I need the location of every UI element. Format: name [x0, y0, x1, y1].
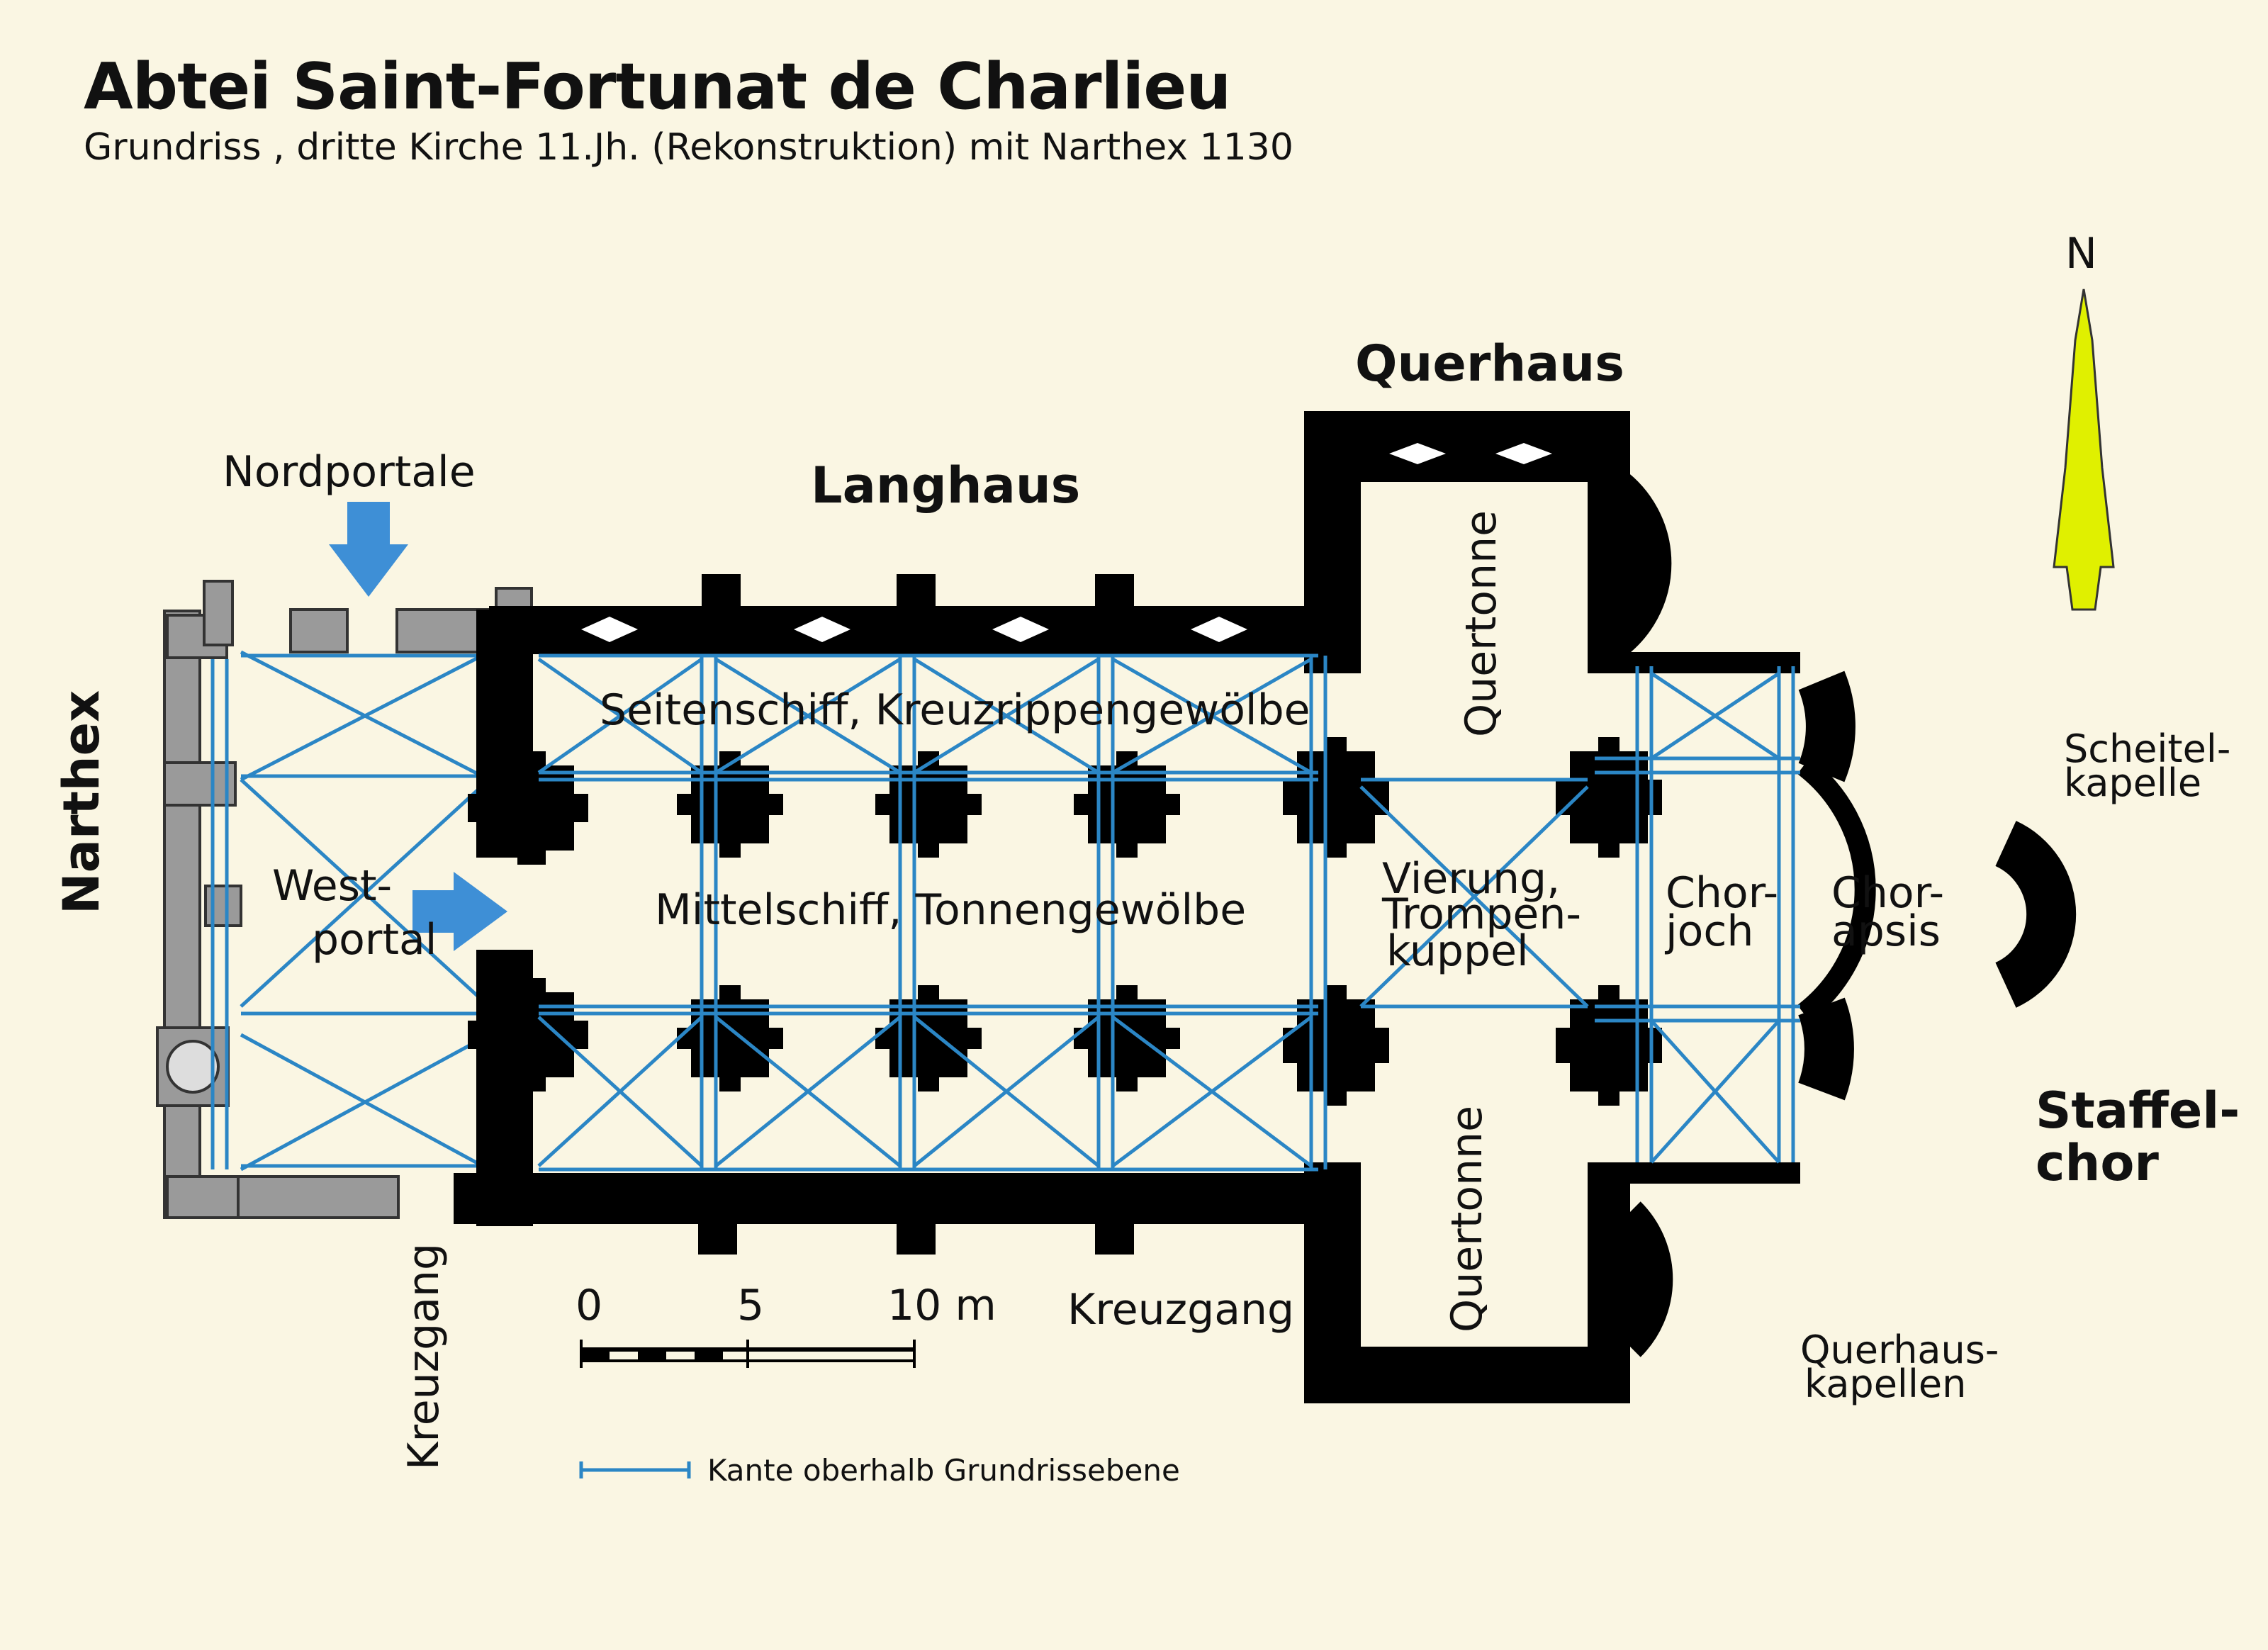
label-chorjoch-2: joch	[1666, 907, 1754, 956]
label-querhauskapellen-2: kapellen	[1804, 1362, 1967, 1406]
scale-tick-5: 5	[737, 1281, 765, 1330]
vault-lines	[537, 653, 1800, 1172]
apses	[1593, 468, 2077, 1357]
label-staffelchor-1: Staffel-	[2036, 1082, 2240, 1140]
label-vierung-3: kuppel	[1386, 926, 1529, 976]
label-nordportale: Nordportale	[223, 447, 476, 497]
label-chorapsis-2: apsis	[1831, 907, 1941, 956]
legend-text: Kante oberhalb Grundrissebene	[707, 1453, 1180, 1488]
narthex-vault-lines	[210, 650, 490, 1172]
narthex-staircase	[166, 1040, 220, 1094]
legend-line	[579, 1461, 691, 1478]
scale-bar	[580, 1340, 916, 1368]
page-title: Abtei Saint-Fortunat de Charlieu	[84, 50, 1231, 124]
entrance-arrows	[329, 502, 507, 951]
label-vierung-2: Trompen-	[1382, 889, 1582, 939]
label-mittelschiff: Mittelschiff, Tonnengewölbe	[655, 885, 1247, 935]
scale-tick-0: 0	[576, 1281, 603, 1330]
north-arrow-label: N	[2065, 229, 2097, 279]
scale-tick-10: 10 m	[887, 1281, 997, 1330]
choir-apse	[1797, 757, 1876, 1022]
church-walls	[454, 411, 1800, 1403]
north-arrow	[2053, 288, 2115, 611]
label-chorapsis-1: Chor-	[1831, 868, 1945, 918]
label-scheitelkapelle-2: kapelle	[2064, 761, 2202, 805]
label-vierung-1: Vierung,	[1382, 854, 1561, 904]
label-querhauskapellen-1: Querhaus-	[1800, 1328, 1999, 1372]
label-kreuzgang-south: Kreuzgang	[1067, 1285, 1295, 1335]
nave-windows	[581, 443, 1552, 642]
page-subtitle: Grundriss , dritte Kirche 11.Jh. (Rekons…	[84, 126, 1293, 169]
label-chorjoch-1: Chor-	[1666, 868, 1779, 918]
label-seitenschiff: Seitenschiff, Kreuzrippengewölbe	[600, 685, 1310, 735]
label-scheitelkapelle-1: Scheitel-	[2064, 726, 2231, 771]
label-narthex: Narthex	[52, 690, 111, 914]
label-quertonne-south: Quertonne	[1442, 1105, 1492, 1332]
label-quertonne-north: Quertonne	[1456, 510, 1506, 737]
label-westportal-1: West-	[272, 861, 393, 911]
label-langhaus: Langhaus	[811, 456, 1081, 515]
label-kreuzgang-west: Kreuzgang	[399, 1242, 449, 1470]
label-staffelchor-2: chor	[2036, 1134, 2159, 1192]
label-westportal-2: portal	[312, 915, 437, 965]
label-querhaus: Querhaus	[1355, 335, 1624, 393]
